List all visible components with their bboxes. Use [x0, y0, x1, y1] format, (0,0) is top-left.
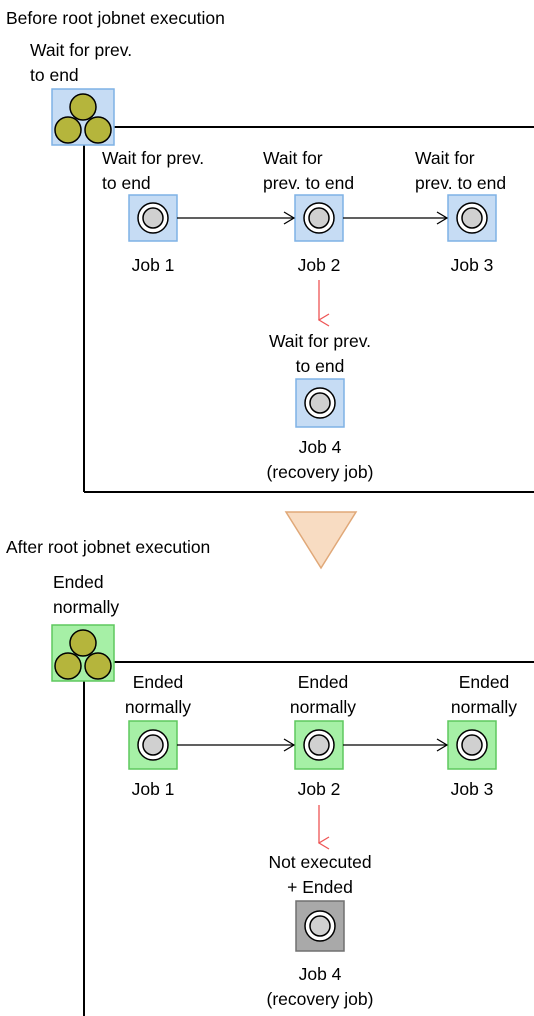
after-job4-label: Job 4 (recovery job)	[240, 962, 400, 1012]
before-job1-name: Job 1	[131, 255, 175, 275]
before-root-status-line1: Wait for prev.	[30, 40, 133, 60]
after-job2-status: Ended normally	[273, 670, 373, 720]
before-job2-status-line2: prev. to end	[263, 173, 355, 193]
after-job1-status: Ended normally	[108, 670, 208, 720]
before-job3-icon[interactable]	[447, 194, 497, 242]
after-job3-status-line2: normally	[450, 697, 518, 717]
after-job4-status-line1: Not executed	[268, 852, 372, 872]
after-job1-status-line2: normally	[124, 697, 192, 717]
before-section-title: Before root jobnet execution	[6, 8, 225, 28]
after-job3-status: Ended normally	[434, 670, 534, 720]
transition-triangle	[284, 511, 358, 570]
before-job4-status: Wait for prev. to end	[240, 329, 400, 379]
after-job4-name: Job 4	[298, 964, 342, 984]
after-job2-status-line1: Ended	[297, 672, 349, 692]
before-job2-status: Wait for prev. to end	[263, 146, 354, 196]
before-job3-status-line2: prev. to end	[415, 173, 507, 193]
before-root-status: Wait for prev. to end	[30, 38, 140, 88]
after-job1-status-line1: Ended	[132, 672, 184, 692]
after-job4-status-line2: + Ended	[287, 877, 353, 897]
after-job3-status-line1: Ended	[458, 672, 510, 692]
before-job2-icon[interactable]	[294, 194, 344, 242]
before-job4-label: Job 4 (recovery job)	[240, 435, 400, 485]
before-job4-name: Job 4	[298, 437, 342, 457]
before-job1-icon[interactable]	[128, 194, 178, 242]
after-root-status: Ended normally	[53, 570, 119, 620]
before-job2-status-line1: Wait for	[263, 148, 323, 168]
after-root-jobnet-icon[interactable]	[51, 624, 115, 682]
after-job3-name: Job 3	[450, 779, 494, 799]
before-job4-note: (recovery job)	[266, 462, 374, 482]
before-job1-status-line1: Wait for prev.	[102, 148, 205, 168]
after-job4-icon[interactable]	[295, 900, 345, 952]
after-job4-note: (recovery job)	[266, 989, 374, 1009]
after-job4-status: Not executed + Ended	[240, 850, 400, 900]
before-job1-status-line2: to end	[102, 173, 151, 193]
after-section-title: After root jobnet execution	[6, 537, 211, 557]
after-job1-name: Job 1	[131, 779, 175, 799]
after-root-status-line1: Ended	[53, 572, 104, 592]
after-job1-icon[interactable]	[128, 720, 178, 770]
after-job2-name: Job 2	[297, 779, 341, 799]
before-job3-status-line1: Wait for	[415, 148, 475, 168]
before-job2-name: Job 2	[297, 255, 341, 275]
before-job3-status: Wait for prev. to end	[415, 146, 506, 196]
before-root-status-line2: to end	[30, 65, 79, 85]
after-job2-icon[interactable]	[294, 720, 344, 770]
after-root-status-line2: normally	[53, 597, 120, 617]
before-root-jobnet-icon[interactable]	[51, 88, 115, 146]
before-job4-status-line2: to end	[295, 356, 345, 376]
before-job4-status-line1: Wait for prev.	[268, 331, 372, 351]
after-job3-icon[interactable]	[447, 720, 497, 770]
before-job3-name: Job 3	[450, 255, 494, 275]
after-job2-status-line2: normally	[289, 697, 357, 717]
before-job1-status: Wait for prev. to end	[102, 146, 204, 196]
before-job4-icon[interactable]	[295, 378, 345, 428]
